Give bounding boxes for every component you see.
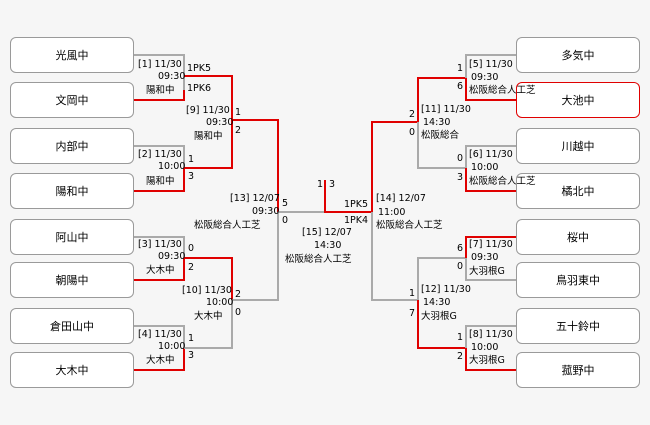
team-right-2[interactable]: 大池中 <box>516 82 640 118</box>
score: 2 <box>409 109 416 120</box>
match-id: [8] 11/30 <box>469 329 513 340</box>
score: 7 <box>409 308 416 319</box>
team-left-1[interactable]: 光風中 <box>10 37 134 73</box>
match-venue: 松阪総合人工芝 <box>285 254 352 265</box>
team-right-3[interactable]: 川越中 <box>516 128 640 164</box>
score: 6 <box>457 81 464 92</box>
match-time: 10:00 <box>471 162 499 173</box>
score: 1 <box>235 107 242 118</box>
score: 5 <box>282 198 289 209</box>
score: 1 <box>457 63 464 74</box>
score: 3 <box>329 179 336 190</box>
match-time: 09:30 <box>158 251 186 262</box>
team-left-5[interactable]: 阿山中 <box>10 219 134 255</box>
team-left-3[interactable]: 内部中 <box>10 128 134 164</box>
team-right-6[interactable]: 鳥羽東中 <box>516 262 640 298</box>
match-winner: 陽和中 <box>146 85 175 96</box>
match-winner: 陽和中 <box>194 131 223 142</box>
score: 0 <box>282 215 289 226</box>
match-venue: 松阪総合人工芝 <box>469 176 536 187</box>
match-venue: 松阪総合人工芝 <box>376 220 443 231</box>
match-id: [10] 11/30 <box>182 285 232 296</box>
team-left-4[interactable]: 陽和中 <box>10 173 134 209</box>
match-venue: 大羽根G <box>469 355 505 366</box>
match-venue: 大羽根G <box>421 311 457 322</box>
match-time: 09:30 <box>206 117 234 128</box>
match-venue: 大羽根G <box>469 266 505 277</box>
match-id: [11] 11/30 <box>421 104 471 115</box>
match-id: [9] 11/30 <box>186 105 230 116</box>
score: 3 <box>188 171 195 182</box>
match-id: [12] 11/30 <box>421 284 471 295</box>
match-venue: 松阪総合人工芝 <box>194 220 261 231</box>
score: 1PK4 <box>344 215 369 226</box>
match-time: 11:00 <box>378 207 406 218</box>
match-id: [1] 11/30 <box>138 59 182 70</box>
score: 2 <box>188 262 195 273</box>
match-time: 10:00 <box>471 342 499 353</box>
match-time: 14:30 <box>423 297 451 308</box>
score: 1 <box>188 333 195 344</box>
match-id: [14] 12/07 <box>376 193 426 204</box>
match-id: [15] 12/07 <box>302 227 352 238</box>
score: 1PK5 <box>344 199 369 210</box>
match-time: 09:30 <box>158 71 186 82</box>
match-time: 14:30 <box>423 117 451 128</box>
match-time: 09:30 <box>471 252 499 263</box>
match-time: 09:30 <box>252 206 280 217</box>
score: 2 <box>457 351 464 362</box>
score: 1 <box>409 288 416 299</box>
team-right-5[interactable]: 桜中 <box>516 219 640 255</box>
team-left-6[interactable]: 朝陽中 <box>10 262 134 298</box>
match-id: [7] 11/30 <box>469 239 513 250</box>
team-right-7[interactable]: 五十鈴中 <box>516 308 640 344</box>
score: 0 <box>457 261 464 272</box>
score: 2 <box>235 125 242 136</box>
score: 2 <box>235 289 242 300</box>
match-id: [3] 11/30 <box>138 239 182 250</box>
match-time: 10:00 <box>158 341 186 352</box>
team-left-7[interactable]: 倉田山中 <box>10 308 134 344</box>
score: 1 <box>457 332 464 343</box>
score: 0 <box>409 127 416 138</box>
score: 3 <box>188 350 195 361</box>
score: 1PK5 <box>187 63 212 74</box>
match-id: [6] 11/30 <box>469 149 513 160</box>
team-right-8[interactable]: 菰野中 <box>516 352 640 388</box>
score: 1PK6 <box>187 83 212 94</box>
match-id: [13] 12/07 <box>230 193 280 204</box>
match-venue: 松阪総合人工芝 <box>469 85 536 96</box>
match-winner: 大木中 <box>146 355 175 366</box>
match-venue: 松阪総合 <box>421 130 460 141</box>
score: 0 <box>235 307 242 318</box>
match-winner: 大木中 <box>194 311 223 322</box>
team-left-2[interactable]: 文岡中 <box>10 82 134 118</box>
match-id: [2] 11/30 <box>138 149 182 160</box>
team-right-4[interactable]: 橘北中 <box>516 173 640 209</box>
match-time: 09:30 <box>471 72 499 83</box>
match-winner: 陽和中 <box>146 176 175 187</box>
match-id: [4] 11/30 <box>138 329 182 340</box>
score: 1 <box>317 179 324 190</box>
match-winner: 大木中 <box>146 265 175 276</box>
match-time: 10:00 <box>206 297 234 308</box>
score: 0 <box>188 243 195 254</box>
team-left-8[interactable]: 大木中 <box>10 352 134 388</box>
score: 1 <box>188 154 195 165</box>
score: 3 <box>457 172 464 183</box>
score: 0 <box>457 153 464 164</box>
match-id: [5] 11/30 <box>469 59 513 70</box>
match-time: 10:00 <box>158 161 186 172</box>
team-right-1[interactable]: 多気中 <box>516 37 640 73</box>
score: 6 <box>457 243 464 254</box>
match-time: 14:30 <box>314 240 342 251</box>
